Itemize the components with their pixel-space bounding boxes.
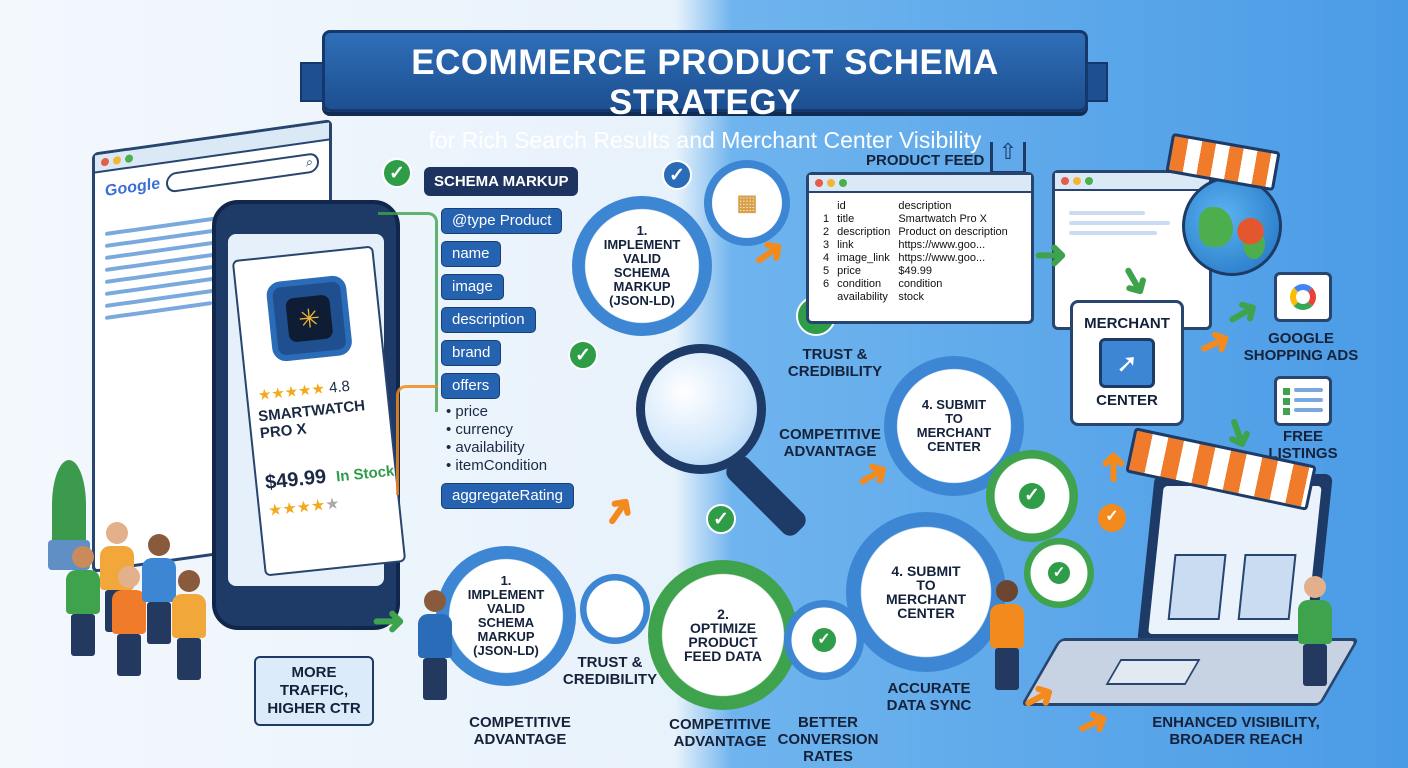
- person: [66, 546, 100, 656]
- check-icon: ✓: [382, 158, 412, 188]
- offer-fields: • price • currency • availability • item…: [446, 403, 548, 474]
- visibility-label: ENHANCED VISIBILITY, BROADER REACH: [1152, 714, 1320, 748]
- google-logo: Google: [105, 175, 161, 201]
- stock-status: In Stock: [335, 462, 396, 486]
- gear-submit-middle: 4. SUBMIT TO MERCHANT CENTER: [884, 356, 1024, 496]
- merchant-center-icon: ➚: [1099, 338, 1155, 388]
- free-listings-icon: [1274, 376, 1332, 426]
- person: [1298, 576, 1332, 686]
- traffic-label: MORE TRAFFIC, HIGHER CTR: [254, 656, 374, 726]
- gear-check: ✓: [986, 450, 1078, 542]
- gear-boxes: ▦: [704, 160, 790, 246]
- page-title: ECOMMERCE PRODUCT SCHEMA STRATEGY: [411, 43, 999, 122]
- star-icons: ★★★★★: [257, 380, 326, 405]
- competitive-advantage-label: COMPETITIVE ADVANTAGE: [469, 714, 571, 748]
- schema-prop-name: name: [441, 241, 501, 267]
- title-banner: ECOMMERCE PRODUCT SCHEMA STRATEGY for Ri…: [322, 30, 1088, 153]
- schema-prop-image: image: [441, 274, 504, 300]
- gear-check-small: ✓: [1024, 538, 1094, 608]
- gear-implement-bottom: 1. IMPLEMENT VALID SCHEMA MARKUP (JSON-L…: [436, 546, 576, 686]
- check-icon: ✓: [1098, 504, 1126, 532]
- search-icon[interactable]: ⌕: [305, 153, 313, 170]
- arrow-icon: ➜: [1212, 409, 1266, 457]
- person: [418, 590, 452, 700]
- arrow-icon: ➜: [1090, 450, 1135, 484]
- person: [112, 566, 146, 676]
- gear-small: [580, 574, 650, 644]
- free-listings-label: FREE LISTINGS: [1268, 428, 1338, 462]
- person: [142, 534, 176, 644]
- schema-prop-brand: brand: [441, 340, 502, 366]
- competitive-advantage-label-2: COMPETITIVE ADVANTAGE: [669, 716, 771, 750]
- schema-connector-orange: [396, 385, 438, 495]
- person: [172, 570, 206, 680]
- schema-prop-offers: offers: [441, 373, 501, 399]
- check-icon: ✓: [706, 504, 736, 534]
- schema-prop-description: description: [441, 307, 536, 333]
- schema-prop-aggregate-rating: aggregateRating: [441, 483, 574, 509]
- check-icon: ✓: [662, 160, 692, 190]
- magnifier-icon: [636, 344, 766, 474]
- upload-icon: ⇧: [990, 141, 1026, 174]
- trust-credibility-label: TRUST & CREDIBILITY: [562, 654, 658, 688]
- check-icon: ✓: [568, 340, 598, 370]
- gear-optimize: 2. OPTIMIZE PRODUCT FEED DATA: [648, 560, 798, 710]
- gear-implement-top: 1. IMPLEMENT VALID SCHEMA MARKUP (JSON-L…: [572, 196, 712, 336]
- google-ads-icon: [1274, 272, 1332, 322]
- location-pin-icon: ⬤: [1236, 214, 1266, 244]
- gear-submit-bottom: 4. SUBMIT TO MERCHANT CENTER: [846, 512, 1006, 672]
- data-sync-label: ACCURATE DATA SYNC: [886, 680, 972, 714]
- schema-connector-green: [378, 212, 438, 412]
- feed-titlebar: [809, 175, 1031, 193]
- conversion-rates-label: BETTER CONVERSION RATES: [777, 714, 879, 765]
- merchant-center-card[interactable]: MERCHANT ➚ CENTER: [1070, 300, 1184, 426]
- page-subtitle: for Rich Search Results and Merchant Cen…: [428, 127, 982, 153]
- arrow-icon: ➜: [1034, 233, 1068, 277]
- arrow-icon: ➜: [591, 484, 647, 538]
- globe-icon: [1182, 176, 1282, 276]
- schema-markup-header: SCHEMA MARKUP: [424, 167, 579, 196]
- schema-prop-type: @type Product: [441, 208, 563, 234]
- merchant-browser-titlebar: [1055, 173, 1209, 191]
- arrow-icon: ➜: [372, 599, 406, 643]
- smartwatch-image: ✳: [265, 274, 354, 363]
- product-feed-title: PRODUCT FEED: [866, 152, 985, 169]
- magnifier-handle: [722, 452, 810, 540]
- product-price: $49.99: [264, 465, 328, 494]
- google-shopping-ads-label: GOOGLE SHOPPING ADS: [1243, 330, 1359, 364]
- competitive-advantage-label-3: COMPETITIVE ADVANTAGE: [779, 426, 881, 460]
- merchant-browser: [1052, 170, 1212, 330]
- person: [990, 580, 1024, 690]
- trust-credibility-label-2: TRUST & CREDIBILITY: [787, 346, 883, 380]
